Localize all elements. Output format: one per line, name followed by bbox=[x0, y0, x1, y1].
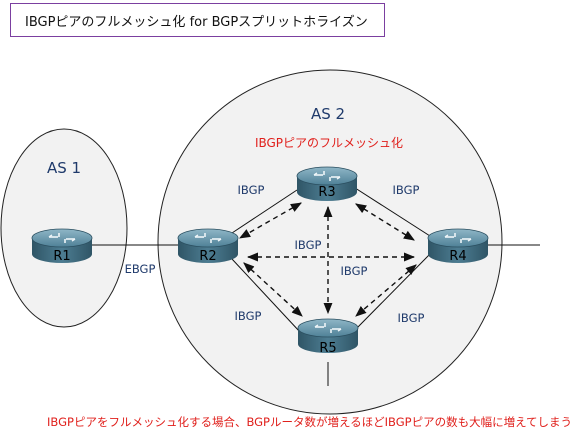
diagram-title-text: IBGPピアのフルメッシュ化 for BGPスプリットホライズン bbox=[25, 14, 368, 30]
ibgp-label-r3-r4: IBGP bbox=[393, 183, 420, 197]
router-r1[interactable]: R1 bbox=[31, 228, 93, 264]
ibgp-arrow-r2-r5 bbox=[243, 262, 303, 317]
router-r4[interactable]: R4 bbox=[427, 228, 489, 264]
ibgp-label-r3-r5: IBGP bbox=[341, 264, 368, 278]
router-r5-label: R5 bbox=[319, 341, 336, 356]
as1-boundary bbox=[0, 128, 128, 328]
as2-subtitle: IBGPピアのフルメッシュ化 bbox=[255, 136, 403, 150]
ibgp-arrow-r2-r3 bbox=[239, 202, 302, 239]
ibgp-label-r2-r3: IBGP bbox=[238, 183, 265, 197]
router-r1-label: R1 bbox=[53, 249, 70, 264]
ibgp-label-r2-r5: IBGP bbox=[235, 309, 262, 323]
as2-label: AS 2 bbox=[311, 105, 345, 123]
ibgp-arrow-r4-r5 bbox=[355, 264, 417, 317]
ebgp-label: EBGP bbox=[125, 262, 156, 276]
router-r2-label: R2 bbox=[199, 249, 216, 264]
ibgp-arrow-r3-r4 bbox=[355, 203, 415, 241]
router-r4-label: R4 bbox=[449, 249, 466, 264]
ibgp-label-r2-r4: IBGP bbox=[295, 238, 322, 252]
ibgp-label-r4-r5: IBGP bbox=[398, 311, 425, 325]
router-r3-label: R3 bbox=[318, 185, 335, 200]
router-r2[interactable]: R2 bbox=[177, 228, 239, 264]
router-r3[interactable]: R3 bbox=[296, 166, 358, 202]
diagram-caption: IBGPピアをフルメッシュ化する場合、BGPルータ数が増えるほどIBGPピアの数… bbox=[47, 415, 572, 429]
router-r5[interactable]: R5 bbox=[297, 318, 359, 356]
as1-label: AS 1 bbox=[47, 159, 81, 177]
diagram-title: IBGPピアのフルメッシュ化 for BGPスプリットホライズン bbox=[10, 3, 385, 37]
